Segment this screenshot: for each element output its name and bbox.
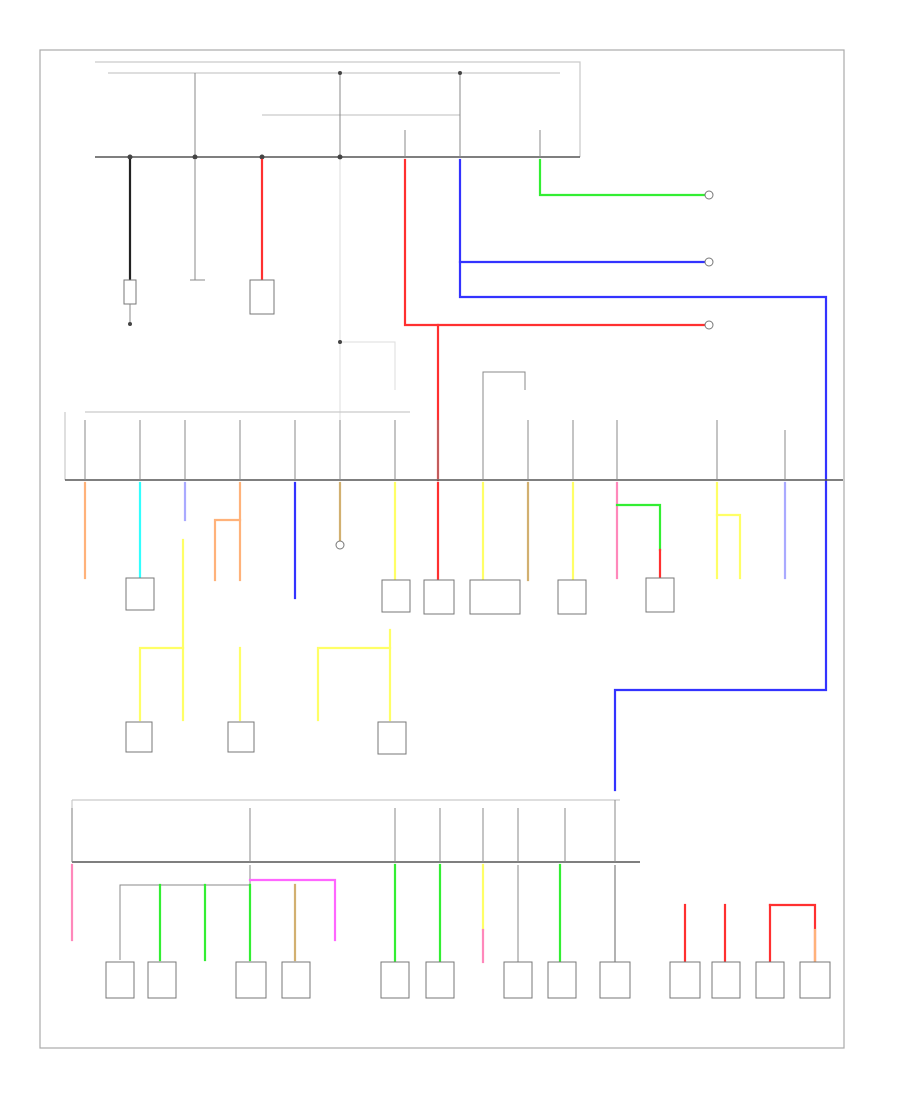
connector-blue bbox=[704, 257, 714, 267]
component-box bbox=[380, 961, 410, 999]
top-feed-wires bbox=[123, 158, 275, 326]
component-box bbox=[227, 721, 255, 753]
component-box bbox=[235, 961, 267, 999]
middle-fuse-box bbox=[64, 411, 843, 481]
component-box bbox=[755, 961, 785, 999]
component-box bbox=[377, 721, 407, 755]
component-box bbox=[125, 577, 155, 611]
component-box bbox=[711, 961, 741, 999]
component-box bbox=[147, 961, 177, 999]
top-right-wires bbox=[338, 158, 828, 792]
component-box bbox=[469, 579, 521, 615]
component-box bbox=[281, 961, 311, 999]
bottom-branch-wires bbox=[70, 863, 831, 999]
connector-green bbox=[704, 190, 714, 200]
component-box bbox=[105, 961, 135, 999]
under-dash-fuse-box bbox=[71, 799, 640, 863]
connector-red bbox=[704, 320, 714, 330]
component-box bbox=[669, 961, 701, 999]
component-box bbox=[547, 961, 577, 999]
diagram-frame bbox=[39, 49, 845, 1049]
component-box bbox=[125, 721, 153, 753]
middle-branch-wires bbox=[83, 481, 787, 753]
component-box bbox=[425, 961, 455, 999]
component-box bbox=[645, 577, 675, 613]
component-box bbox=[799, 961, 831, 999]
component-box bbox=[423, 579, 455, 615]
battery-symbol bbox=[123, 279, 137, 305]
alternator-box bbox=[249, 279, 275, 315]
component-box bbox=[557, 579, 587, 615]
under-hood-fuse-box-top bbox=[95, 61, 581, 160]
component-box bbox=[381, 579, 411, 613]
secondary-branch-wires bbox=[227, 628, 407, 755]
component-box bbox=[503, 961, 533, 999]
component-box bbox=[599, 961, 631, 999]
